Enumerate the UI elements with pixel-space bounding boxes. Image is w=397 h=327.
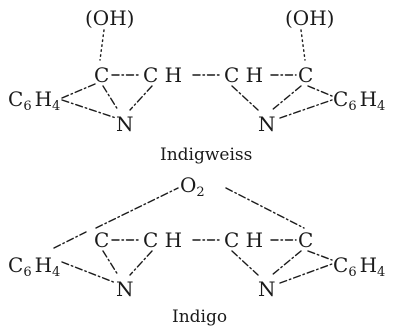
oh-group-left: (OH) [85,6,134,30]
bond-phenyl-o2-left [53,231,87,249]
ch-group-right: C H [224,63,263,87]
caption-indigweiss: Indigweiss [160,145,252,165]
bond-ch-n-right [231,85,259,111]
bond-c-n-left [102,85,119,111]
carbon-right: C [298,228,313,252]
bond-c-n-right [271,85,302,111]
nitrogen-right: N [258,112,276,136]
bond-oh-c-left [99,29,105,61]
carbon-right: C [298,63,313,87]
bond-n-phenyl-right [279,99,333,119]
ch-group-left: C H [143,228,182,252]
caption-indigo: Indigo [172,307,227,327]
bond-phenyl-n-left [61,99,117,119]
nitrogen-left: N [116,277,134,301]
carbon-left: C [94,228,109,252]
oh-group-right: (OH) [285,6,334,30]
bond-phenyl-n-left [61,261,117,284]
bond-c-phenyl-left [61,83,96,99]
bond-c-phenyl-right [307,85,333,97]
oxygen-bridge: O2 [180,173,205,200]
bond-c-phenyl-right [307,250,333,261]
bond-oh-c-right [300,29,306,61]
bond-ch-n-left [129,85,153,111]
bond-n-phenyl-right [279,263,333,284]
nitrogen-left: N [116,112,134,136]
bond-o2-c-right [225,187,305,229]
ch-group-right: C H [224,228,263,252]
bond-c-o2-left [95,187,179,229]
bond-ch-n-right [231,250,259,276]
ch-group-left: C H [143,63,182,87]
bond-c-n-left [102,250,119,276]
bond-ch-n-left [129,250,153,276]
nitrogen-right: N [258,277,276,301]
bond-c-n-right [271,250,302,276]
carbon-left: C [94,63,109,87]
